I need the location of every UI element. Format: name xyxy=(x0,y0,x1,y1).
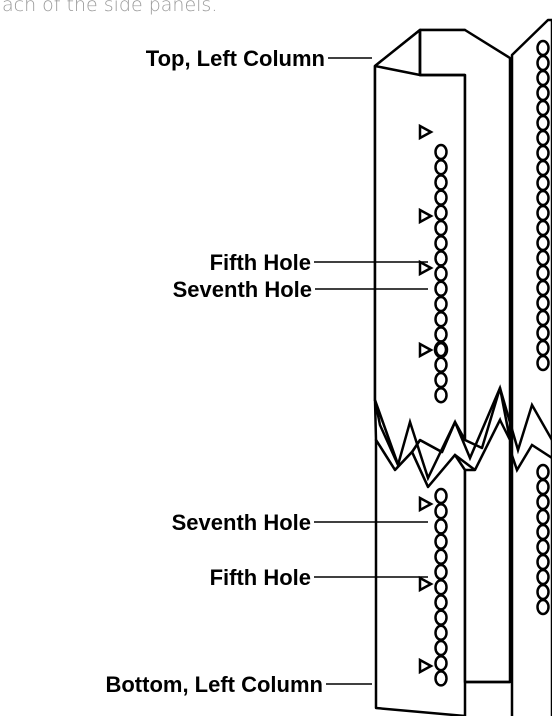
left-rail-hole xyxy=(434,386,448,404)
left-rail-hole xyxy=(434,174,448,191)
left-rail-hole xyxy=(434,265,448,282)
right-rail-hole xyxy=(536,294,550,312)
triangle-marker xyxy=(418,123,434,141)
right-rail-hole xyxy=(536,264,550,282)
label-fifth-hole-upper: Fifth Hole xyxy=(210,250,311,275)
left-rail-hole xyxy=(434,219,448,237)
labels: Top, Left Column Fifth Hole Seventh Hole… xyxy=(105,46,325,697)
triangle-marker xyxy=(418,207,434,225)
right-rail-hole xyxy=(536,508,550,526)
label-seventh-hole-upper: Seventh Hole xyxy=(173,277,312,302)
left-rail-hole xyxy=(434,250,448,267)
right-rail-hole xyxy=(536,309,550,327)
left-rail-hole xyxy=(434,670,448,687)
right-rail-hole xyxy=(536,144,550,162)
triangle-marker xyxy=(418,259,434,277)
left-rail-hole xyxy=(434,624,448,642)
right-rail-hole xyxy=(536,279,550,297)
left-rail-hole xyxy=(434,326,448,343)
left-rail-hole xyxy=(434,234,448,252)
triangle-marker xyxy=(418,575,434,593)
label-bottom-left-column: Bottom, Left Column xyxy=(105,672,323,697)
right-rail-hole xyxy=(536,174,550,192)
left-rail-hole xyxy=(434,204,448,222)
left-rail-hole xyxy=(434,533,448,550)
right-rail-hole xyxy=(536,478,550,496)
triangle-marker xyxy=(418,657,434,675)
right-rail-hole xyxy=(536,598,550,616)
right-rail-hole xyxy=(536,189,550,207)
right-rail-hole xyxy=(536,324,550,342)
right-rail-hole xyxy=(536,493,550,511)
right-rail-hole xyxy=(536,354,550,372)
triangle-marker xyxy=(418,341,434,359)
right-rail-hole xyxy=(536,538,550,556)
right-rail-hole xyxy=(536,99,550,117)
left-rail-hole xyxy=(434,594,448,611)
right-rail-hole xyxy=(536,219,550,237)
label-fifth-hole-lower: Fifth Hole xyxy=(210,565,311,590)
caption-text: ach of the side panels. xyxy=(2,0,218,16)
right-rail-hole xyxy=(536,583,550,601)
left-rail-hole xyxy=(434,371,448,389)
left-rail-hole xyxy=(434,578,448,596)
right-rail-hole xyxy=(536,39,550,57)
left-rail-hole xyxy=(434,518,448,535)
right-rail-hole xyxy=(536,114,550,132)
left-rail-hole xyxy=(434,158,448,176)
label-seventh-hole-lower: Seventh Hole xyxy=(172,510,311,535)
left-rail-hole xyxy=(434,609,448,626)
triangle-marker xyxy=(418,495,434,513)
left-rail-hole xyxy=(434,189,448,206)
right-rail-hole xyxy=(536,463,550,481)
right-rail-hole xyxy=(536,69,550,87)
hole-group xyxy=(418,39,550,687)
right-rail-hole xyxy=(536,159,550,177)
left-rail-hole xyxy=(434,548,448,566)
right-rail-hole xyxy=(536,204,550,222)
right-rail-hole xyxy=(536,339,550,357)
right-rail-hole xyxy=(536,234,550,252)
left-rail-hole xyxy=(434,487,448,505)
left-rail-hole xyxy=(434,639,448,657)
left-rail-hole xyxy=(434,502,448,520)
right-rail-hole xyxy=(536,553,550,571)
right-rail-hole xyxy=(536,523,550,541)
left-rail-hole xyxy=(434,356,448,374)
right-rail-hole xyxy=(536,249,550,267)
left-rail-hole xyxy=(434,295,448,313)
left-rail-hole xyxy=(434,280,448,298)
label-top-left-column: Top, Left Column xyxy=(146,46,325,71)
right-rail-hole xyxy=(536,568,550,586)
left-rail-hole xyxy=(434,563,448,581)
left-rail-hole xyxy=(434,310,448,328)
left-rail-hole xyxy=(434,143,448,161)
left-rail-hole xyxy=(433,340,449,359)
right-rail-hole xyxy=(536,129,550,147)
left-rail-hole xyxy=(434,654,448,672)
right-rail-hole xyxy=(536,54,550,72)
callouts xyxy=(314,57,428,685)
right-rail-hole xyxy=(536,84,550,102)
